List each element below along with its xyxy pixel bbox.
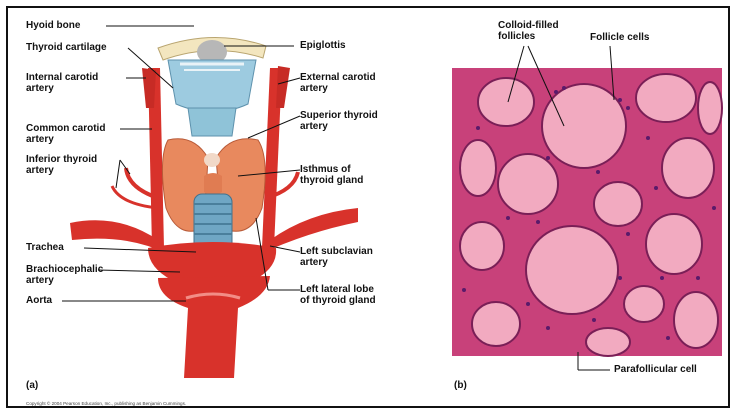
label-internal-carotid-line1: Internal carotid [26, 72, 98, 83]
label-brachiocephalic: Brachiocephalic artery [26, 264, 103, 286]
label-brachiocephalic-line2: artery [26, 275, 103, 286]
panel-b-label: (b) [454, 380, 467, 391]
label-parafollicular-cell: Parafollicular cell [614, 364, 697, 375]
panel-a-label: (a) [26, 380, 38, 391]
label-colloid-follicles: Colloid-filled follicles [498, 20, 559, 42]
common-carotid-left [262, 66, 290, 248]
common-carotid-right [142, 68, 164, 248]
label-inferior-thyroid-line2: artery [26, 165, 97, 176]
label-isthmus: Isthmus of thyroid gland [300, 164, 363, 186]
label-isthmus-line1: Isthmus of [300, 164, 363, 175]
label-follicle-cells: Follicle cells [590, 32, 649, 43]
label-internal-carotid-line2: artery [26, 83, 98, 94]
label-left-lateral-lobe-line1: Left lateral lobe [300, 284, 376, 295]
label-left-lateral-lobe: Left lateral lobe of thyroid gland [300, 284, 376, 306]
label-left-subclavian: Left subclavian artery [300, 246, 373, 268]
copyright-notice: Copyright © 2004 Pearson Education, Inc.… [26, 398, 186, 408]
label-trachea: Trachea [26, 242, 64, 253]
label-aorta: Aorta [26, 295, 52, 306]
label-brachiocephalic-line1: Brachiocephalic [26, 264, 103, 275]
label-external-carotid-line1: External carotid [300, 72, 376, 83]
label-colloid-line2: follicles [498, 31, 559, 42]
label-superior-thyroid-line1: Superior thyroid [300, 110, 378, 121]
thyroid-cartilage-shape [168, 60, 256, 136]
label-common-carotid: Common carotid artery [26, 123, 105, 145]
label-inferior-thyroid-line1: Inferior thyroid [26, 154, 97, 165]
label-thyroid-cartilage: Thyroid cartilage [26, 42, 107, 53]
label-left-subclavian-line2: artery [300, 257, 373, 268]
label-superior-thyroid-line2: artery [300, 121, 378, 132]
label-external-carotid: External carotid artery [300, 72, 376, 94]
label-common-carotid-line2: artery [26, 134, 105, 145]
label-left-subclavian-line1: Left subclavian [300, 246, 373, 257]
label-common-carotid-line1: Common carotid [26, 123, 105, 134]
anatomy-illustration [8, 8, 730, 408]
label-superior-thyroid: Superior thyroid artery [300, 110, 378, 132]
label-isthmus-line2: thyroid gland [300, 175, 363, 186]
histology-micrograph [452, 68, 722, 356]
label-inferior-thyroid: Inferior thyroid artery [26, 154, 97, 176]
label-left-lateral-lobe-line2: of thyroid gland [300, 295, 376, 306]
label-colloid-line1: Colloid-filled [498, 20, 559, 31]
label-epiglottis: Epiglottis [300, 40, 346, 51]
label-hyoid-bone: Hyoid bone [26, 20, 80, 31]
label-external-carotid-line2: artery [300, 83, 376, 94]
figure-frame: Hyoid bone Thyroid cartilage Internal ca… [6, 6, 730, 408]
label-internal-carotid: Internal carotid artery [26, 72, 98, 94]
